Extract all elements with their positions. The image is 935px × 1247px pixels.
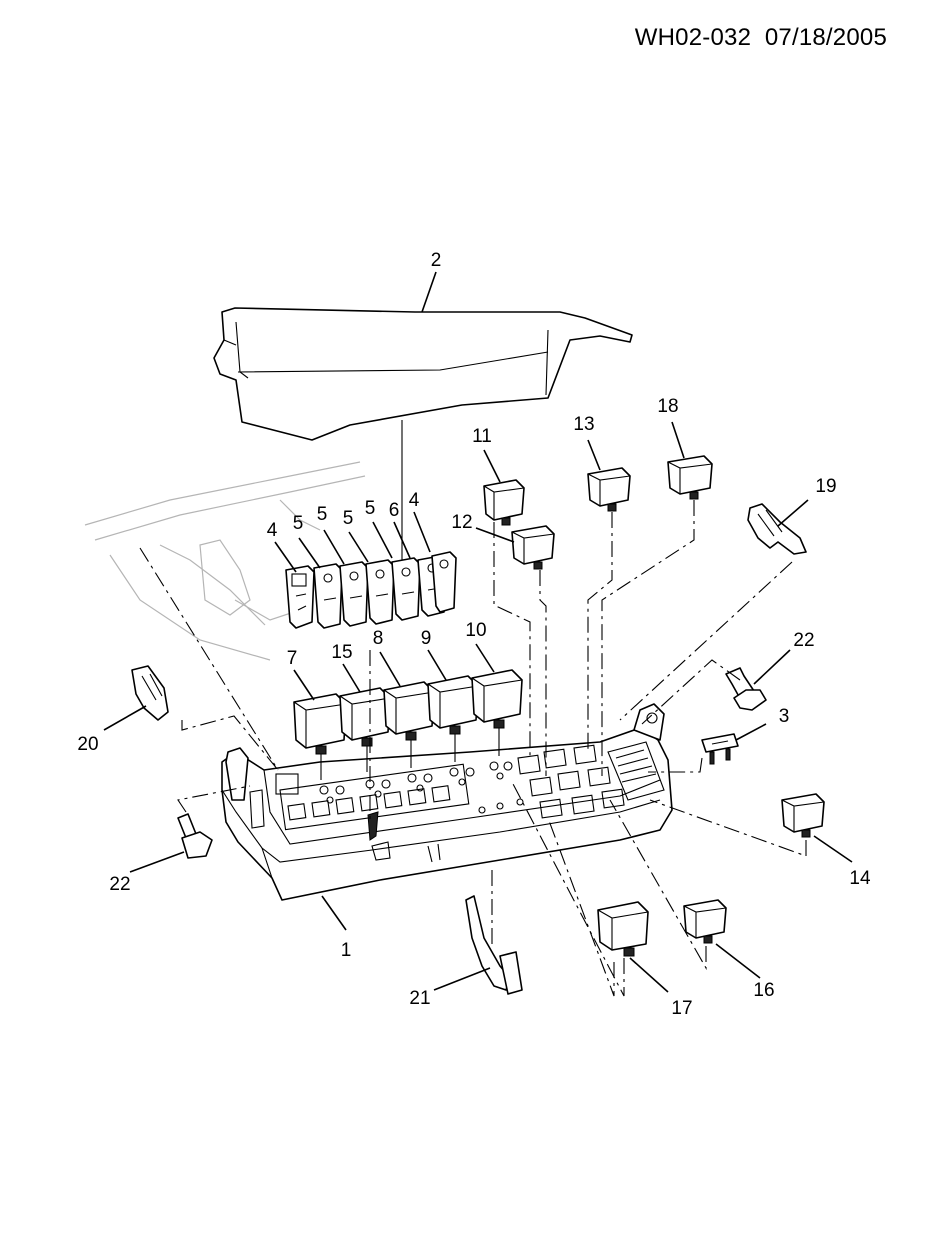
- callout-5-d: 5: [365, 498, 376, 519]
- relay-17: [597, 901, 649, 957]
- screw-left: [177, 813, 213, 859]
- callout-20: 20: [77, 734, 98, 755]
- callout-14: 14: [849, 868, 871, 889]
- relay-18: [667, 455, 713, 500]
- callout-4-right: 4: [409, 490, 420, 511]
- callout-9: 9: [421, 628, 432, 649]
- callout-19: 19: [815, 476, 836, 497]
- mini-fuse-row: [285, 551, 457, 629]
- clip-19: [747, 503, 807, 555]
- callout-13: 13: [573, 414, 594, 435]
- relay-14: [781, 793, 825, 838]
- assembly-lines: [139, 500, 807, 997]
- callout-8: 8: [373, 628, 384, 649]
- callout-labels: 2 1 3 4 5 5 5 5 6 4 7 15 8 9 10 11 12 13…: [77, 250, 871, 1019]
- relay-12: [511, 525, 555, 570]
- callout-3: 3: [779, 706, 790, 727]
- callout-22-right: 22: [793, 630, 814, 651]
- strap-21: [465, 895, 523, 995]
- callout-5-c: 5: [343, 508, 354, 529]
- callout-11: 11: [472, 426, 492, 447]
- callout-15: 15: [331, 642, 352, 663]
- callout-18: 18: [657, 396, 678, 417]
- clip-20: [131, 665, 169, 721]
- drawing-id: WH02-032: [634, 24, 752, 51]
- callout-21: 21: [409, 988, 430, 1009]
- relay-13: [587, 467, 631, 512]
- drawing-header: WH02-032 07/18/2005: [635, 24, 887, 52]
- callout-22-left: 22: [109, 874, 130, 895]
- relay-row: [293, 669, 523, 755]
- callout-10: 10: [465, 620, 486, 641]
- relay-16: [683, 899, 727, 944]
- callout-12: 12: [451, 512, 472, 533]
- callout-1: 1: [341, 940, 352, 961]
- callout-5-a: 5: [293, 513, 304, 534]
- callout-5-b: 5: [317, 504, 328, 525]
- leader-lines: [103, 271, 853, 993]
- callout-16: 16: [753, 980, 774, 1001]
- drawing-date: 07/18/2005: [764, 24, 887, 51]
- fuse-box-base: [221, 703, 673, 901]
- maxi-fuse: [701, 733, 739, 765]
- callout-4-left: 4: [267, 520, 278, 541]
- relay-11: [483, 479, 525, 526]
- callout-7: 7: [287, 648, 298, 669]
- fuse-box-cover: [213, 307, 633, 441]
- relay-drop-lines: [320, 728, 500, 780]
- vehicle-body-outline: [84, 461, 366, 661]
- callout-2: 2: [431, 250, 442, 271]
- callout-17: 17: [671, 998, 692, 1019]
- screw-right: [725, 667, 767, 711]
- callout-6: 6: [389, 500, 400, 521]
